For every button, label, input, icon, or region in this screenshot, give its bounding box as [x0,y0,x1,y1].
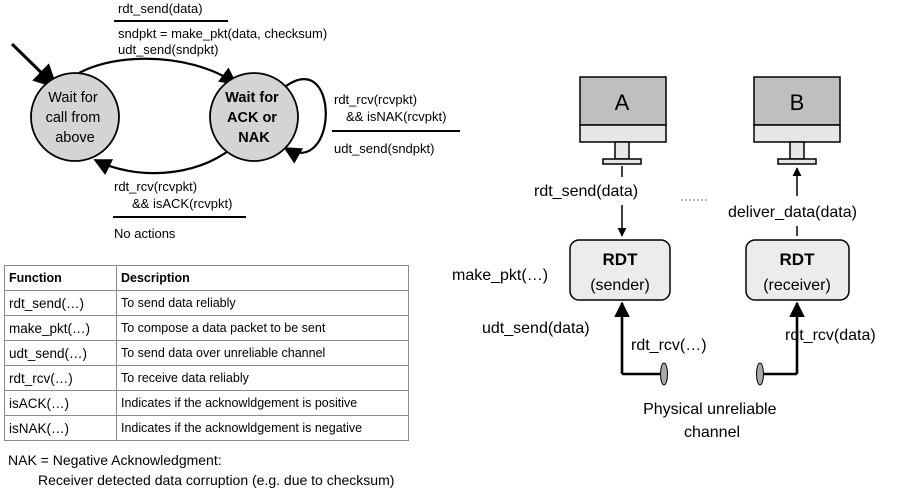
table-cell-description: To send data over unreliable channel [116,340,409,366]
table-cell-function: udt_send(…) [4,340,117,366]
state-wait-call [30,72,120,162]
rdt-rcv-sender-label: rdt_rcv(…) [631,337,707,354]
bottom-action: No actions [114,226,176,241]
table-row: isACK(…) Indicates if the acknowldgement… [4,390,409,416]
svg-text:Wait for ACK or NA: Wait for ACK or NAK [225,90,282,146]
network: A B rdt_send(data) deliver_data(data) RD… [452,76,876,441]
state-wait-call-line-3: above [55,130,95,146]
nak-definition: NAK = Negative Acknowledgment: [8,452,222,468]
rdt-sender-sub: (sender) [590,277,650,294]
svg-text:Physical unreliable chan: Physical unreliable channel [643,401,781,441]
bottom-event-1: rdt_rcv(rcvpkt) [114,179,197,194]
udt-send-label: udt_send(data) [482,320,590,337]
table-cell-function: isACK(…) [4,390,117,416]
rdt-rcv-receiver-label: rdt_rcv(data) [785,327,876,344]
top-event-label: rdt_send(data) [118,1,203,16]
nak-explanation: Receiver detected data corruption (e.g. … [38,472,395,488]
host-a-label: A [615,90,630,115]
make-pkt-label: make_pkt(…) [452,267,548,284]
transition-nak-self [280,78,327,164]
rdt-sender-title: RDT [603,250,639,269]
sender-channel-port [660,362,668,386]
rdt-receiver-sub: (receiver) [763,277,831,294]
table-header-row: Function Description [4,265,409,291]
function-table: Function Description rdt_send(…) To send… [4,265,409,441]
deliver-data-label: deliver_data(data) [728,204,857,221]
self-event-2: && isNAK(rcvpkt) [346,109,446,124]
table-cell-function: isNAK(…) [4,415,117,441]
table-row: rdt_rcv(…) To receive data reliably [4,365,409,391]
table-cell-function: make_pkt(…) [4,315,117,341]
rdt-sender-box [569,239,671,301]
state-wait-ack-line-3: NAK [238,130,270,146]
table-cell-description: Indicates if the acknowldgement is posit… [116,390,409,416]
bottom-event-2: && isACK(rcvpkt) [132,196,232,211]
table-cell-function: rdt_rcv(…) [4,365,117,391]
table-row: make_pkt(…) To compose a data packet to … [4,315,409,341]
top-action-2: udt_send(sndpkt) [118,42,218,57]
table-cell-description: To compose a data packet to be sent [116,315,409,341]
host-a-computer: A [579,76,667,165]
table-row: rdt_send(…) To send data reliably [4,290,409,316]
transition-ack [93,147,233,175]
table-row: isNAK(…) Indicates if the acknowldgement… [4,415,409,441]
table-cell-description: To send data reliably [116,290,409,316]
table-header-description: Description [116,265,409,291]
channel-label-line-2: channel [684,424,740,441]
table-cell-description: Indicates if the acknowldgement is negat… [116,415,409,441]
table-row: udt_send(…) To send data over unreliable… [4,340,409,366]
rdt-receiver-title: RDT [780,250,816,269]
initial-arrow [10,42,58,89]
host-b-computer: B [753,76,841,165]
state-wait-call-line-1: Wait for [48,90,98,106]
channel-label-line-1: Physical unreliable [643,401,777,418]
table-cell-description: To receive data reliably [116,365,409,391]
self-action: udt_send(sndpkt) [334,141,434,156]
state-wait-ack-line-1: Wait for [225,90,279,106]
svg-text:Wait for call from: Wait for call from above [46,90,105,146]
rdt-receiver-box [745,239,850,301]
self-event-1: rdt_rcv(rcvpkt) [334,92,417,107]
rdt-send-label: rdt_send(data) [534,183,638,200]
state-wait-ack [209,72,299,162]
state-wait-call-line-2: call from [46,110,101,126]
receiver-channel-port [756,362,764,386]
host-b-label: B [790,90,805,115]
table-header-function: Function [4,265,117,291]
top-action-1: sndpkt = make_pkt(data, checksum) [118,26,327,41]
table-cell-function: rdt_send(…) [4,290,117,316]
fsm: Wait for call from above Wait for ACK or… [10,1,460,241]
state-wait-ack-line-2: ACK or [227,110,277,126]
